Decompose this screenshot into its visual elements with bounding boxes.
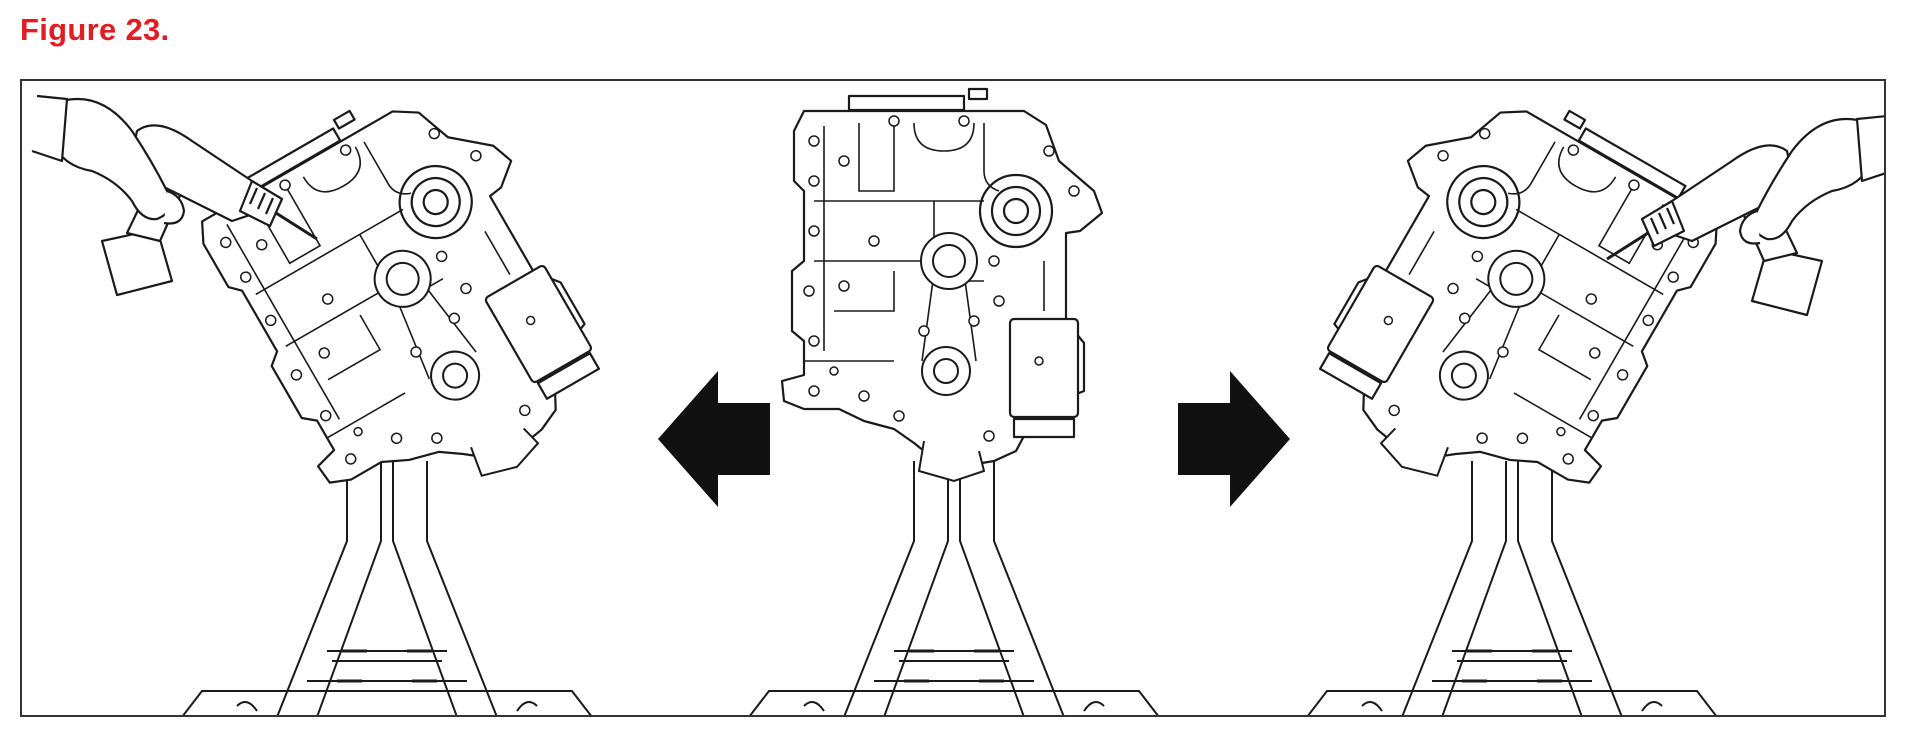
engine-block-upright [780, 87, 1104, 483]
illustration-frame [20, 79, 1886, 717]
figure-title: Figure 23. [20, 12, 170, 47]
engine-stand-right [1305, 459, 1719, 715]
engine-rotation-illustration [30, 81, 1884, 715]
engine-stand-left [180, 459, 594, 715]
engine-stand-center [747, 459, 1161, 715]
rotate-left-arrow [658, 371, 770, 507]
engine-block-tilted-right [1272, 81, 1749, 554]
rotate-right-arrow [1178, 371, 1290, 507]
engine-block-tilted-left [170, 81, 647, 554]
